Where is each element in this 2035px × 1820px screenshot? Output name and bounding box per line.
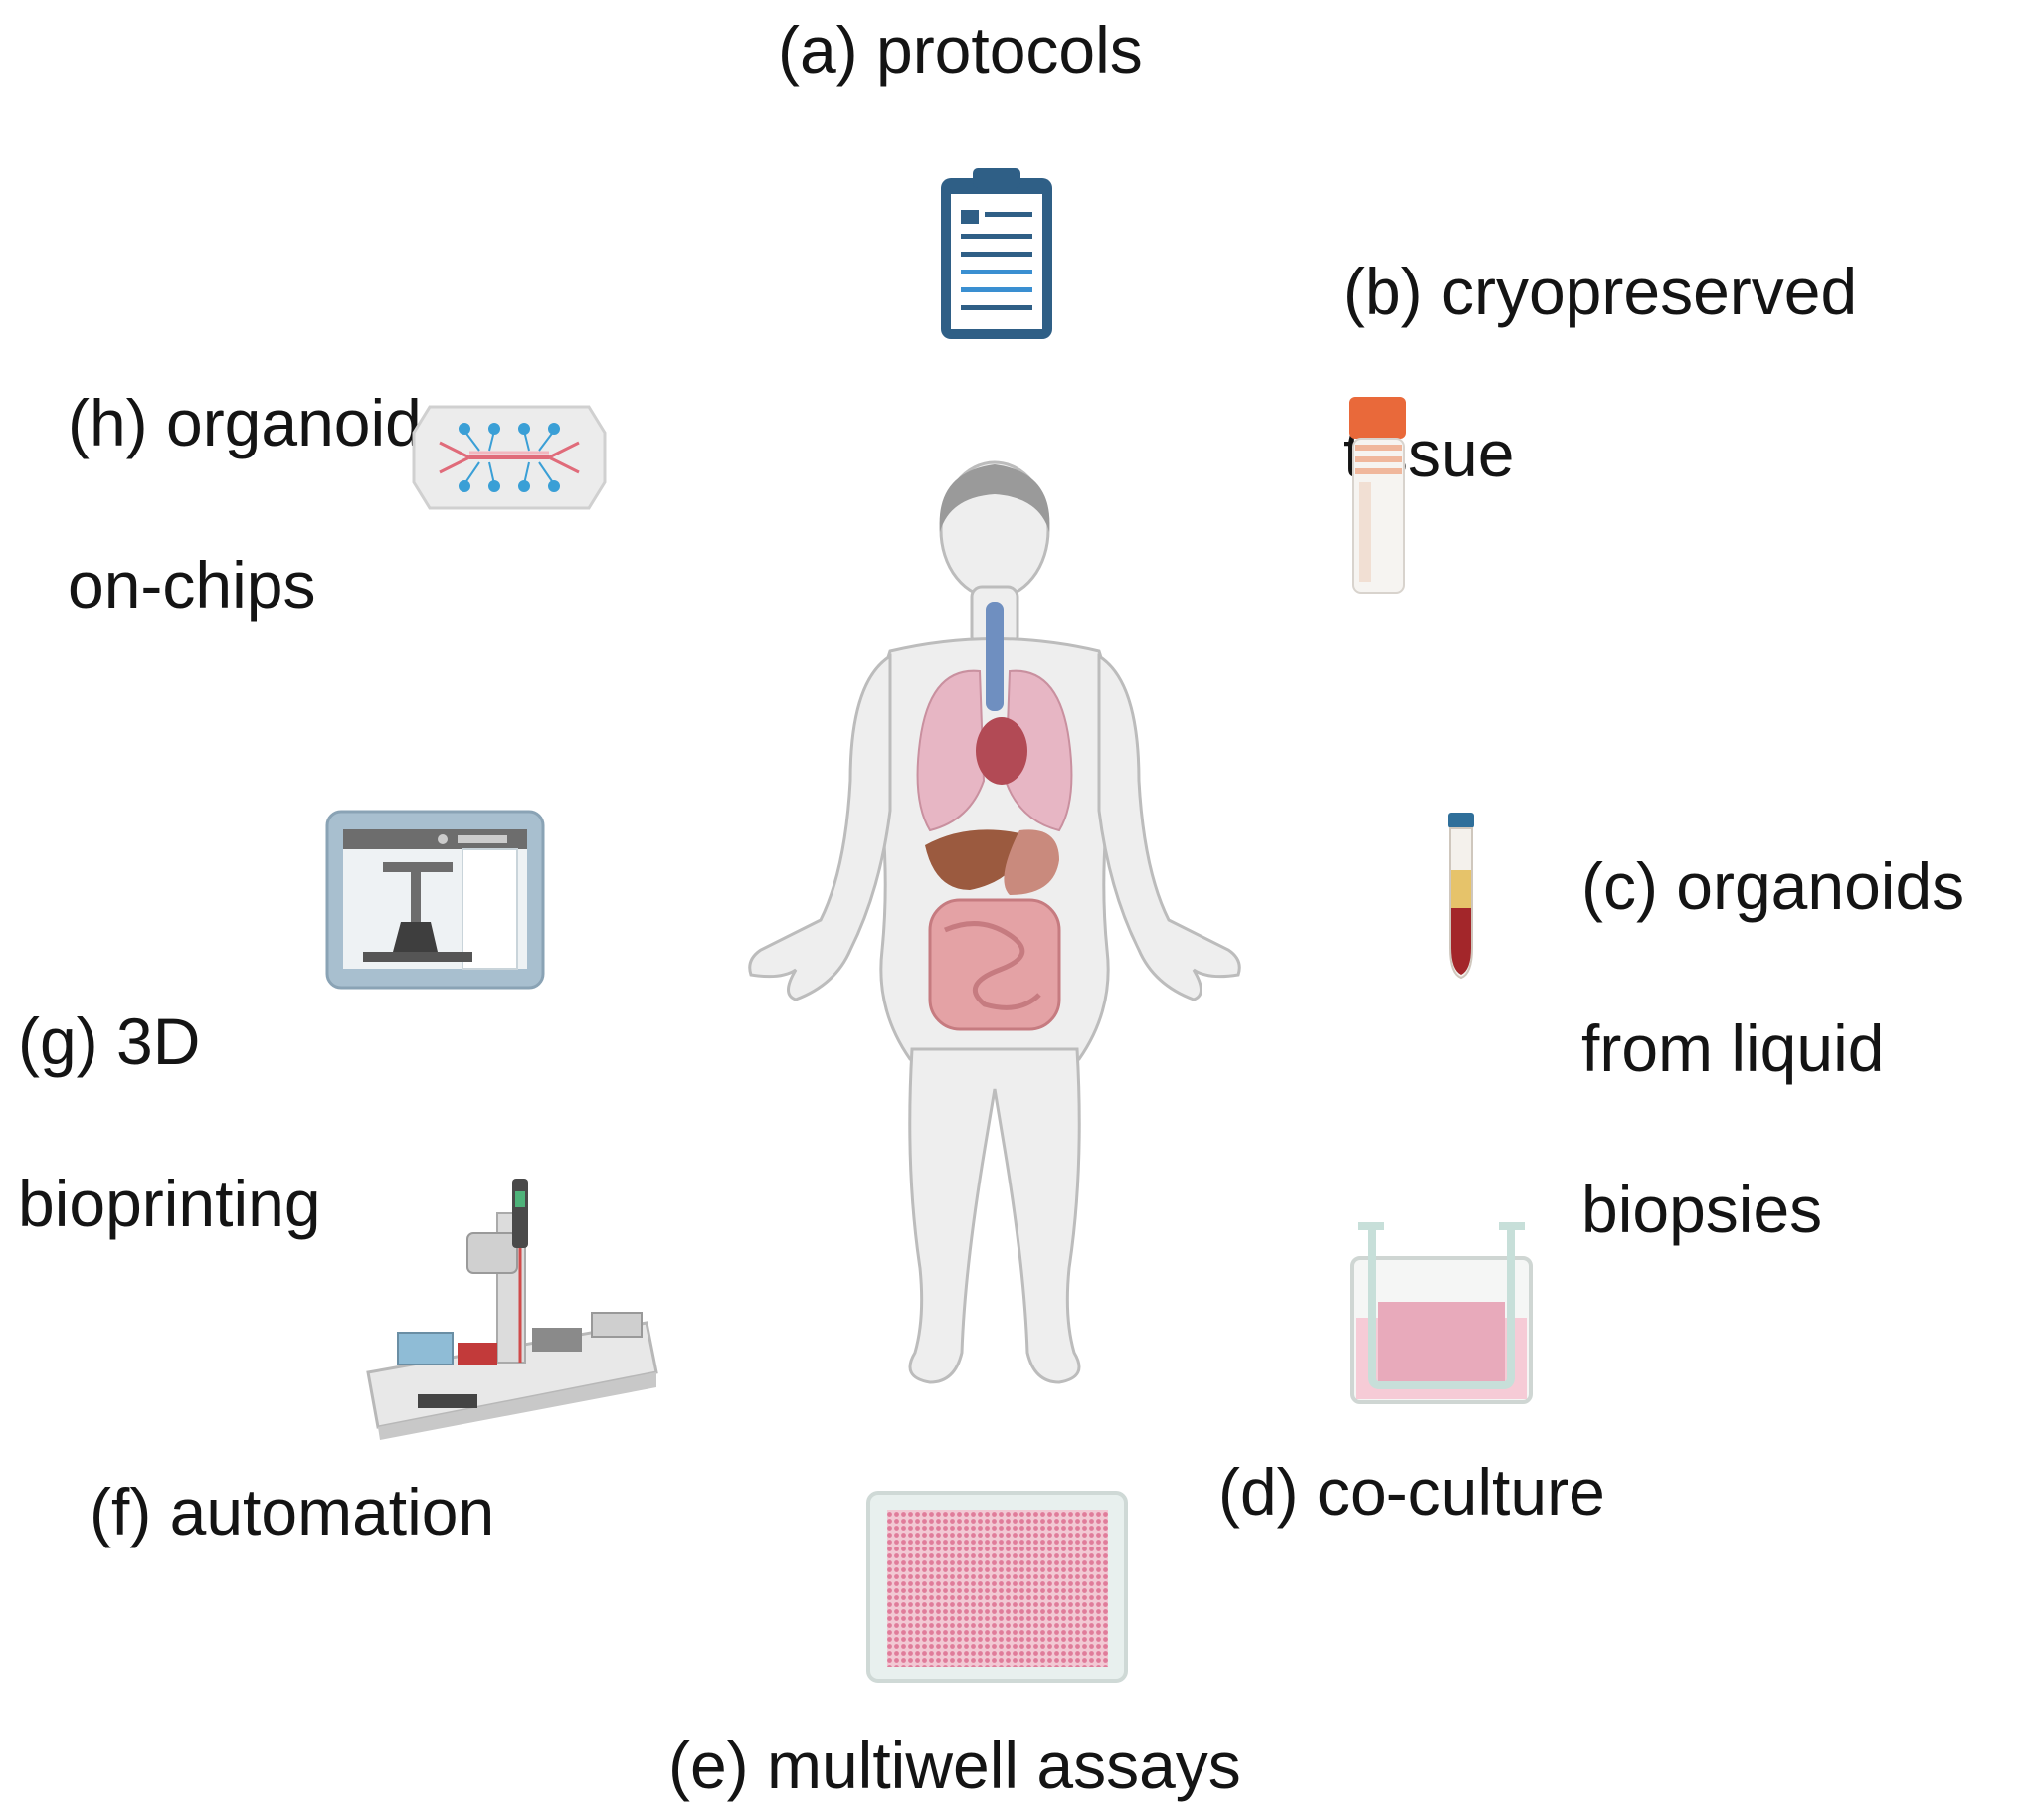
label-line: on-chips <box>68 547 316 622</box>
human-body-organs-icon <box>748 460 1241 1384</box>
label-multiwell-assays: (e) multiwell assays <box>668 1729 1241 1802</box>
label-line: bioprinting <box>18 1166 321 1240</box>
label-automation: (f) automation <box>90 1475 495 1548</box>
multiwell-plate-icon <box>866 1491 1128 1683</box>
label-cryopreserved-tissue: (b) cryopreserved tissue <box>1343 171 1857 575</box>
label-line: tissue <box>1343 416 1515 490</box>
label-protocols: (a) protocols <box>778 13 1143 87</box>
organ-chip-icon <box>412 405 607 510</box>
label-line: (g) 3D <box>18 1004 201 1079</box>
label-line: (b) cryopreserved <box>1343 255 1858 329</box>
clipboard-icon <box>941 168 1052 339</box>
liquid-handler-robot-icon <box>366 1179 658 1440</box>
blood-tube-icon <box>1448 813 1474 980</box>
cryovial-icon <box>1349 397 1406 594</box>
label-line: from liquid <box>1581 1010 1885 1085</box>
label-line: biopsies <box>1581 1172 1823 1246</box>
label-3d-bioprinting: (g) 3D bioprinting <box>18 921 321 1325</box>
3d-printer-icon <box>325 810 545 990</box>
label-line: (c) organoids <box>1581 849 1965 924</box>
transwell-icon <box>1350 1222 1533 1404</box>
label-organoids-liquid-biopsies: (c) organoids from liquid biopsies <box>1581 766 1964 1331</box>
label-co-culture: (d) co-culture <box>1218 1455 1605 1529</box>
